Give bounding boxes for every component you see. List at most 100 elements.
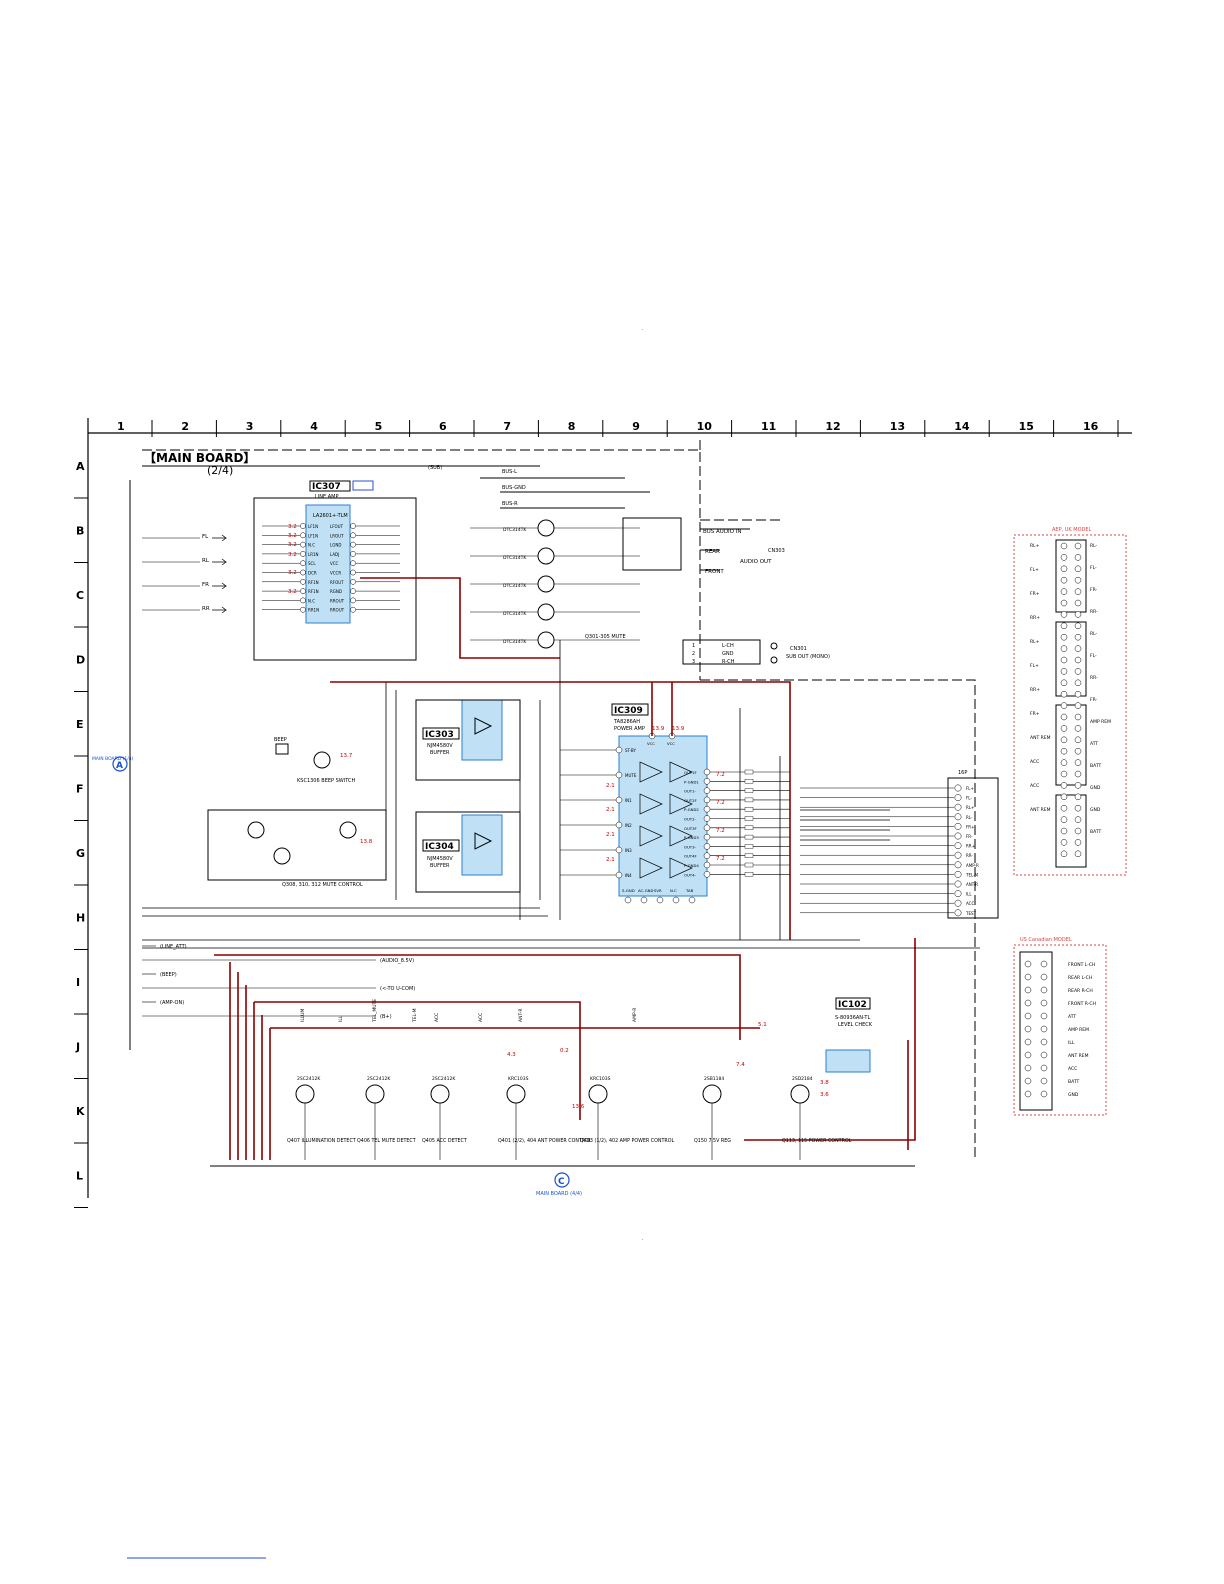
ic309-pin-label: IN1 [625,798,632,803]
aep-uk-pin [1060,633,1068,641]
column-label: 4 [310,420,318,433]
us-canada-label: REAR R-CH [1068,988,1093,994]
aep-uk-pin [1060,770,1068,778]
wire-bundle-v [385,578,417,900]
aep-uk-pin [1074,713,1082,721]
cn16p-pin [954,890,962,898]
aep-uk-right-label: BATT [1090,763,1101,769]
aep-uk-pin [1074,770,1082,778]
cn16p-pin [954,870,962,878]
board-outline-right [700,519,976,1158]
aep-uk-conn-4 [1055,794,1087,868]
left-signal-label: (AUDIO_8.5V) [380,958,414,964]
vertical-label: TEL-M [412,1008,418,1023]
mute-transistor [537,519,555,537]
aep-uk-pin [1060,554,1068,561]
vertical-label: ACC [434,1013,440,1022]
aep-uk-pin [1074,679,1082,687]
cn301: 1 2 3 L-CH GND R-CH CN301 SUB OUT (MONO) [682,639,830,665]
voltage-value: 3.2 [288,524,297,530]
wire-bundle-v3 [739,708,781,940]
connector-a-label: MAIN BOARD (1/4) [92,756,134,762]
ic307-pin [350,551,356,557]
ic307-pin-label: RF1N [308,589,319,594]
cn16p-label: 16P [958,770,967,776]
bus-gnd-label: BUS-GND [502,485,526,491]
ic309-part: TA8286AH [613,719,640,725]
ic309-pin-label: IN4 [625,873,632,878]
us-canada-box [1013,944,1107,1116]
q312-transistor [339,821,357,839]
ic309-pin-label: MUTE [625,773,637,778]
ic102-ref-box [835,997,871,1010]
us-canada-pin [1040,1064,1048,1072]
ic309-amp-triangle [669,857,693,879]
aep-uk-pin [1074,554,1082,561]
stray-mark-bottom: . [642,1236,644,1242]
aep-uk-pin [1060,565,1068,573]
cn16p-pin [954,832,962,840]
connector-c-letter: C [558,1177,565,1187]
ic309-pin [703,778,711,785]
cn16p-pin [954,880,962,888]
ic102: IC102 S-80936AN-TL LEVEL CHECK [825,997,873,1073]
aep-uk-pin [1060,576,1068,584]
ic309-pin [703,833,711,841]
bottom-transistor-label: Q401 (2/2), 404 ANT POWER CONTROL [498,1138,592,1144]
ic309-pin-label: TAB [685,888,694,893]
ic309-pin-label: IN3 [625,848,632,853]
ic307-pin-label: VCC [330,561,339,566]
us-canada-pin [1024,1064,1032,1072]
aep-uk-pin [1074,633,1082,641]
ic307-pin [350,597,356,604]
aep-uk-left-label: FL+ [1030,567,1039,573]
bottom-transistor-label: Q406 TEL MUTE DETECT [357,1138,416,1144]
cn16p-pin [954,794,962,802]
ic309-pin [703,871,711,878]
input-arrow [212,534,228,542]
grid-frame [74,418,1132,1208]
ic309-pin [640,896,648,904]
input-label: RL [202,558,210,564]
ic309-pin-label: OUT4- [684,872,697,877]
mute-transistor-part: DTC314TK [503,639,527,645]
ic307-body [305,504,351,624]
ic309-pin-label: VCC [647,741,655,746]
us-canada-label: REAR L-CH [1068,975,1092,981]
ic307-pin [300,541,306,548]
aep-uk-left-label: RR+ [1030,615,1040,621]
ic307-pin [300,597,306,604]
column-label: 2 [181,420,189,433]
aep-uk-pin [1074,839,1082,846]
power-line-7 [254,1001,581,1120]
ic307-pin-label: LF1N [308,524,318,529]
aep-uk-pin [1074,622,1082,630]
ic309-pin-label: OUT2F [684,798,697,803]
ic309-amp-triangle [639,793,663,815]
cn301-rch: R-CH [722,659,735,665]
column-label: 15 [1019,420,1034,433]
voltage-value: 3.2 [288,533,297,539]
column-label: 9 [632,420,640,433]
aep-uk-right-label: GND [1090,785,1101,791]
voltage-value: 3.6 [820,1092,829,1098]
bus-audio-in-label: BUS AUDIO IN [703,529,742,535]
cn16p-pin-label: FR- [966,834,973,839]
ic309-ref-box [611,703,649,716]
ic309-pin [703,815,711,822]
cn16p-pin-label: AMP-R [966,863,979,868]
ic307-pin [350,560,356,567]
q310-transistor [273,847,291,865]
bottom-transistor-part: 2SC2412K [297,1076,321,1082]
ic307-pin-label: N.C [308,598,315,603]
beep-section: BEEP KSC1306 BEEP SWITCH [274,737,355,784]
power-line-5 [214,954,741,1040]
ic309-pin-label: P-GND4 [684,863,699,868]
aep-uk-pin [1074,793,1082,801]
column-label: 7 [503,420,511,433]
